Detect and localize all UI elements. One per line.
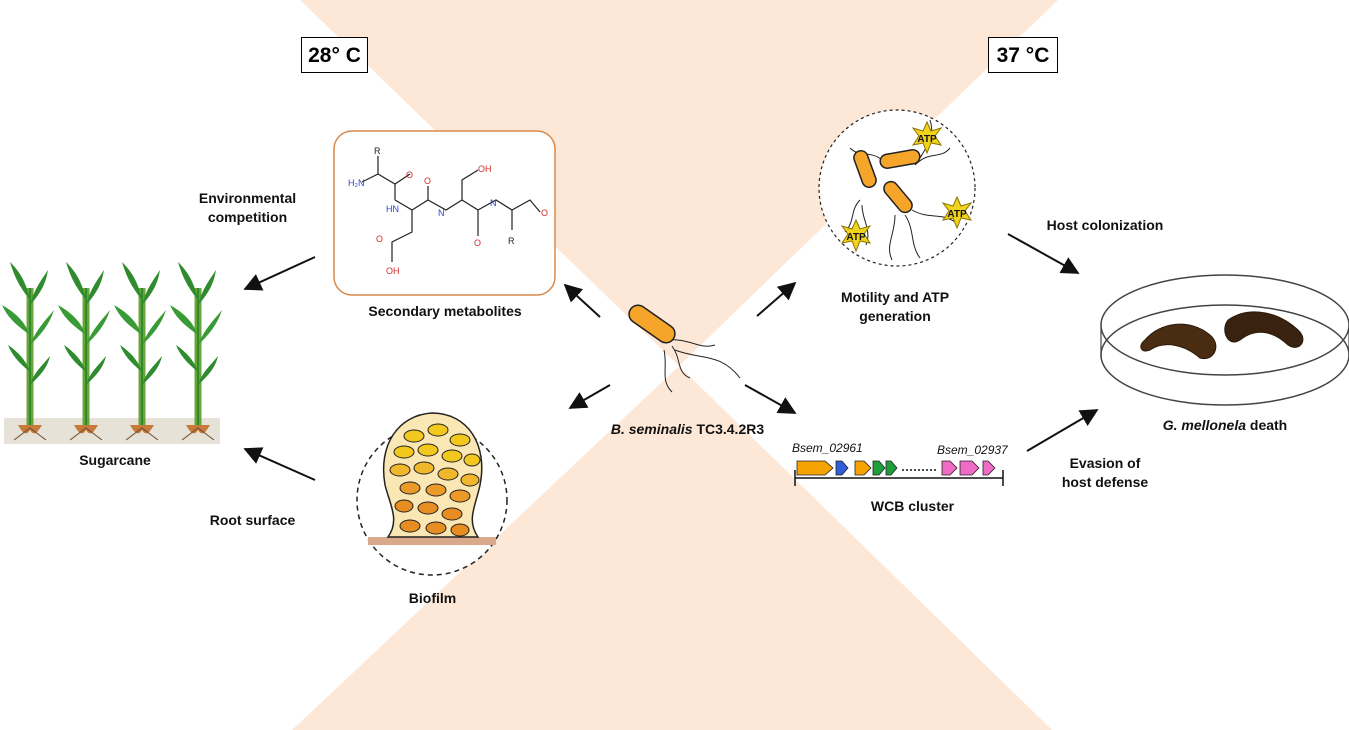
- competition-label-line1: Environmental: [198, 190, 297, 206]
- wcb-gene-cluster-diagram: [794, 460, 1004, 486]
- svg-text:O: O: [376, 234, 383, 244]
- organism-strain: TC3.4.2R3: [696, 421, 765, 437]
- host-colonization-label: Host colonization: [1046, 217, 1164, 233]
- arrow-to-evasion: [1026, 409, 1099, 452]
- svg-text:O: O: [406, 170, 413, 180]
- svg-text:ATP: ATP: [917, 134, 937, 145]
- organism-species: B. seminalis: [610, 421, 693, 437]
- organism-label: B. seminalis TC3.4.2R3: [590, 420, 785, 439]
- central-bacterium-illustration: [628, 304, 741, 393]
- svg-text:OH: OH: [478, 164, 492, 174]
- svg-text:HN: HN: [386, 204, 399, 214]
- petri-dish-larvae-illustration: [1100, 274, 1349, 406]
- gene-end-label: Bsem_02937: [937, 443, 1008, 457]
- arrow-to-motility: [756, 281, 797, 317]
- death-label: G. mellonela death: [1150, 416, 1300, 435]
- evasion-label-line2: host defense: [1061, 474, 1149, 490]
- evasion-label: Evasion of host defense: [1045, 454, 1165, 492]
- svg-text:OH: OH: [386, 266, 400, 276]
- arrow-to-sugarcane-top: [243, 256, 316, 291]
- background-wedge-bottom: [292, 366, 1052, 730]
- sugarcane-label: Sugarcane: [79, 452, 151, 468]
- arrow-to-wcb: [744, 384, 797, 414]
- arrow-to-metabolites: [563, 283, 601, 318]
- arrow-to-colonization: [1007, 233, 1080, 274]
- temperature-label-left: 28° C: [301, 37, 368, 73]
- secondary-metabolite-structure: R H₂N HN N N OH O O O O O OH R: [333, 130, 556, 296]
- gene-start-label: Bsem_02961: [792, 441, 863, 455]
- svg-text:R: R: [374, 146, 381, 156]
- background-wedge-top: [300, 0, 1058, 366]
- wcb-cluster-label: WCB cluster: [870, 498, 955, 514]
- svg-text:O: O: [474, 238, 481, 248]
- arrow-to-sugarcane-bottom: [243, 447, 316, 481]
- competition-label-line2: competition: [207, 209, 288, 225]
- biofilm-label: Biofilm: [408, 590, 457, 606]
- evasion-label-line1: Evasion of: [1069, 455, 1141, 471]
- svg-text:H₂N: H₂N: [348, 178, 365, 188]
- sugarcane-illustration: [2, 262, 222, 444]
- svg-text:O: O: [424, 176, 431, 186]
- motility-label-line2: generation: [859, 308, 931, 324]
- temperature-label-right: 37 °C: [988, 37, 1058, 73]
- death-species: G. mellonela: [1162, 417, 1246, 433]
- biofilm-illustration: [356, 412, 508, 576]
- competition-label: Environmental competition: [180, 189, 315, 227]
- motility-illustration: ATP ATP ATP: [818, 109, 976, 267]
- motility-label-line1: Motility and ATP: [840, 289, 950, 305]
- root-surface-label: Root surface: [209, 512, 296, 528]
- arrow-to-biofilm: [568, 384, 611, 409]
- svg-text:N: N: [438, 208, 445, 218]
- svg-text:R: R: [508, 236, 515, 246]
- svg-text:ATP: ATP: [846, 232, 866, 243]
- death-word: death: [1246, 417, 1288, 433]
- svg-text:ATP: ATP: [947, 209, 967, 220]
- motility-label: Motility and ATP generation: [820, 288, 970, 326]
- svg-text:O: O: [541, 208, 548, 218]
- svg-text:N: N: [490, 198, 497, 208]
- metabolites-label: Secondary metabolites: [368, 303, 522, 319]
